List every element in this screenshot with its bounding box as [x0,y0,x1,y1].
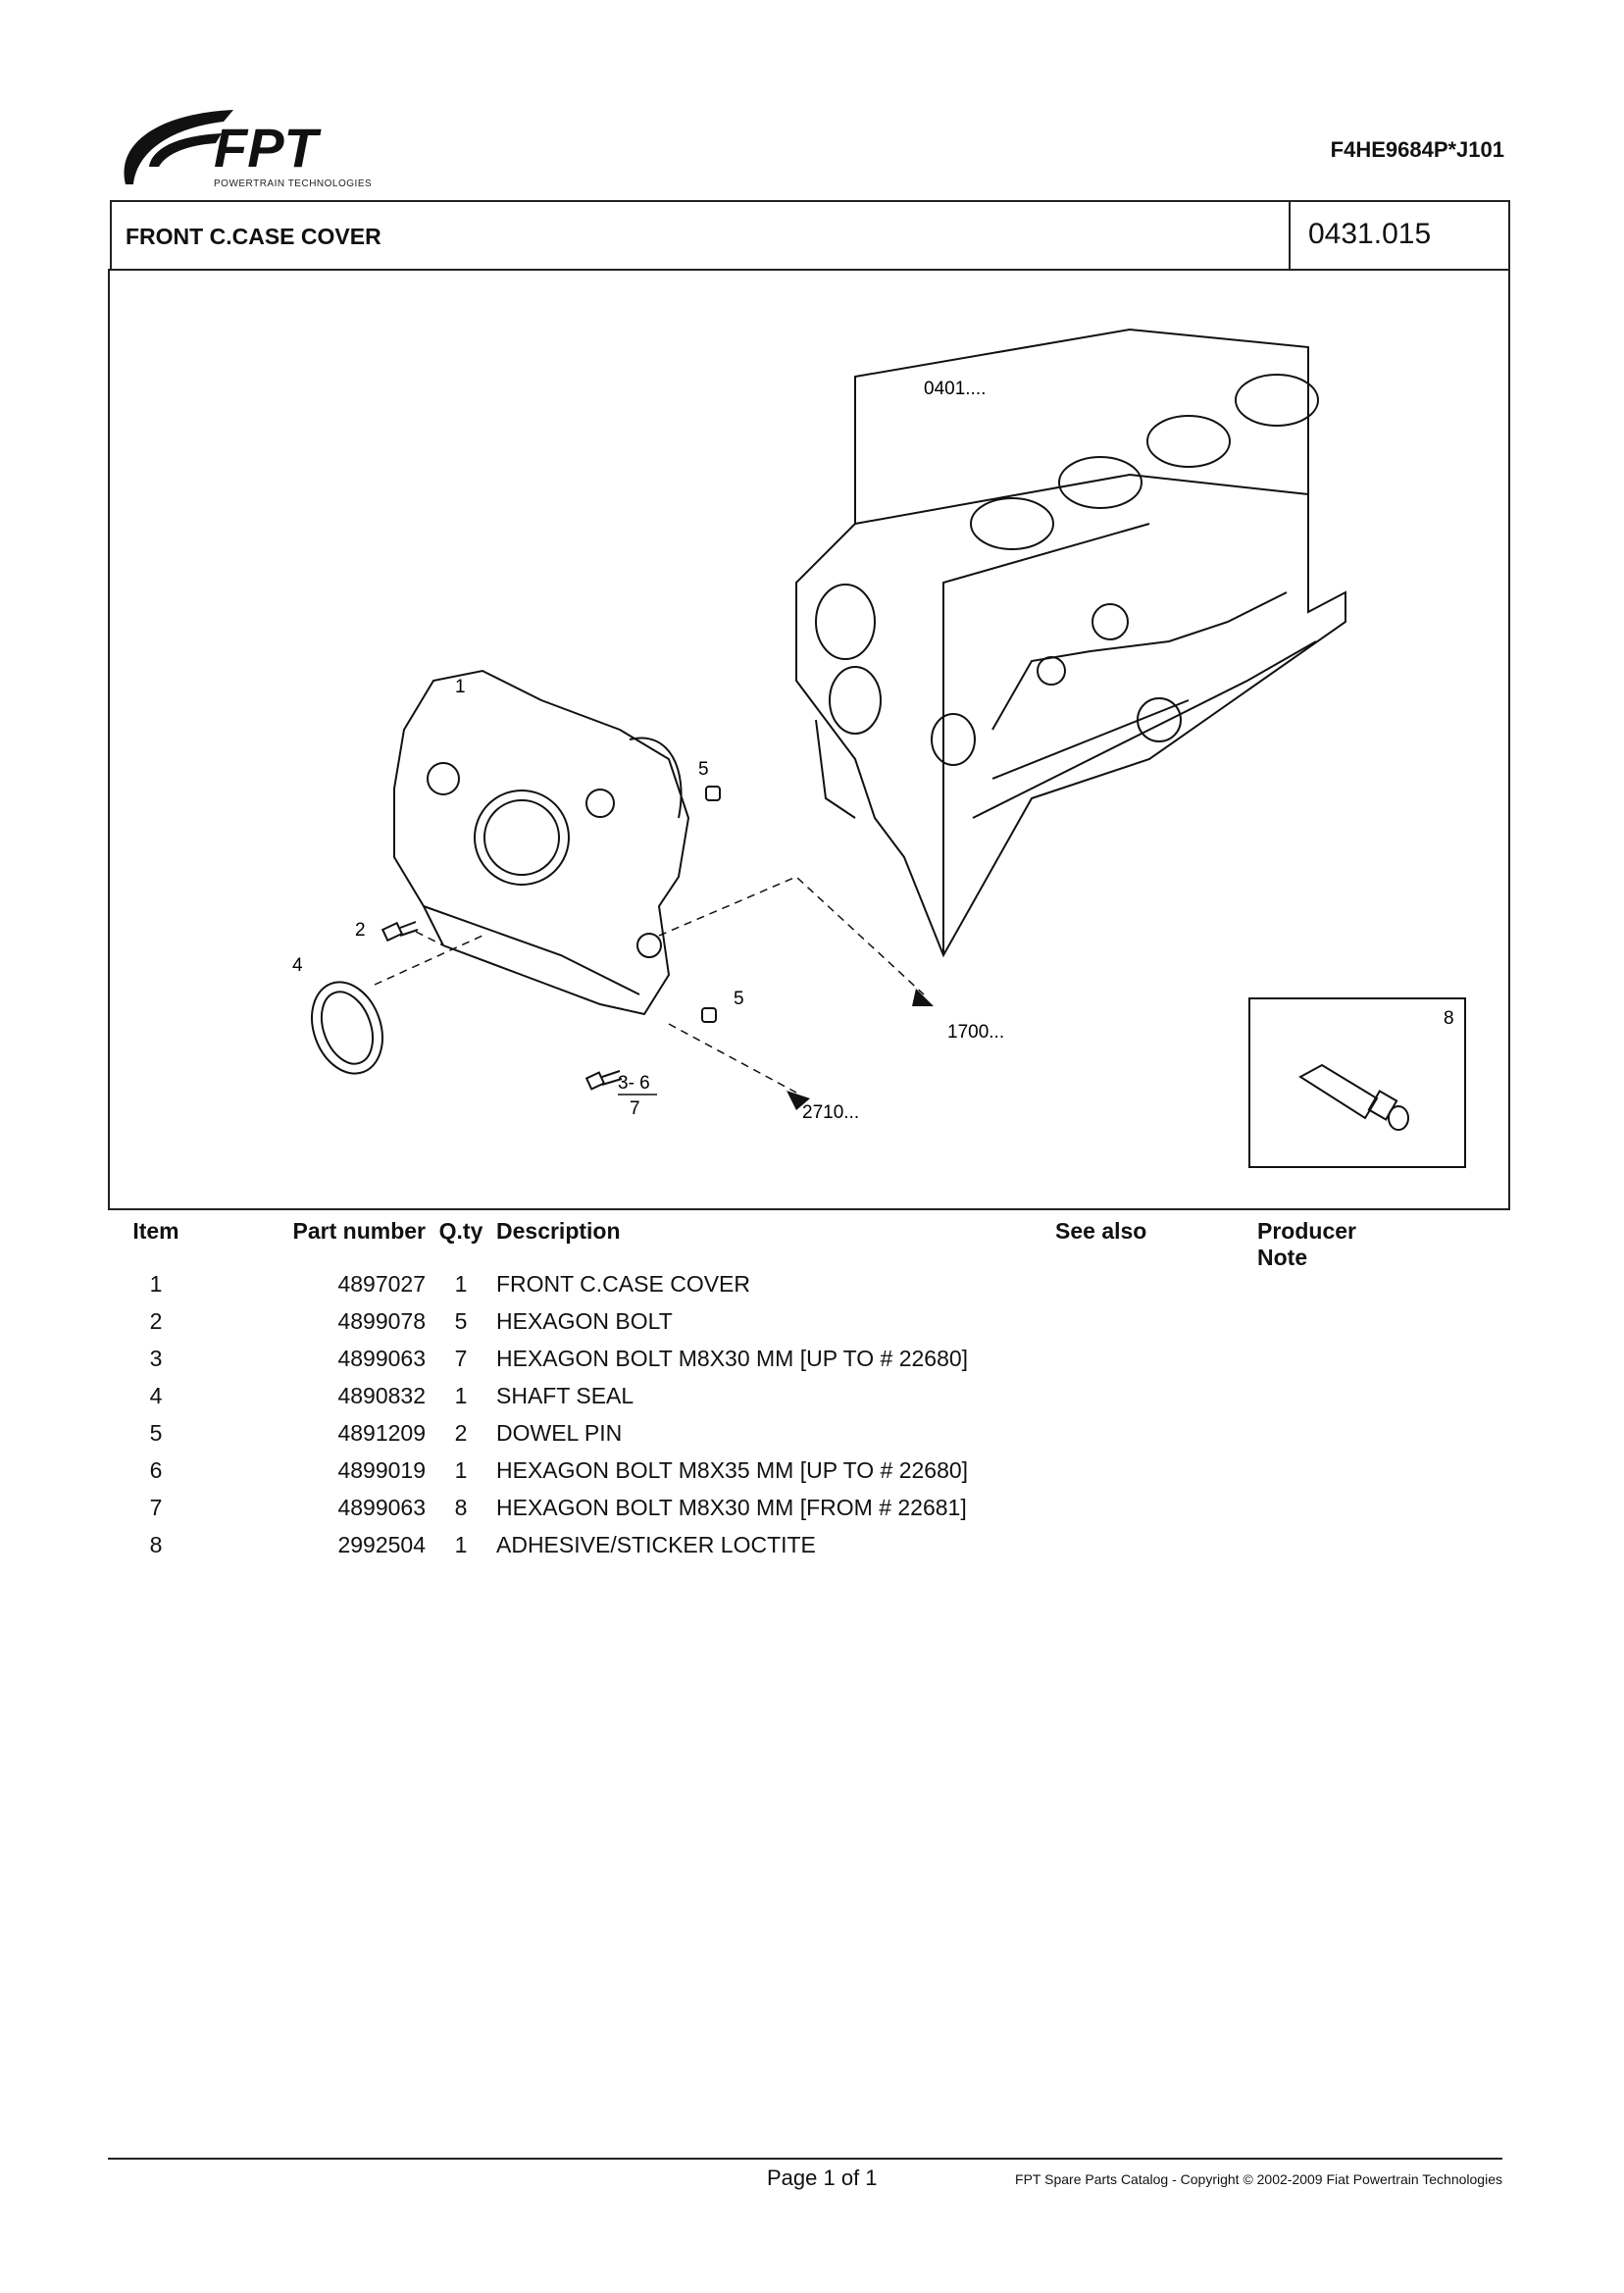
cell-description: FRONT C.CASE COVER [496,1271,750,1297]
col-part-number: Part number [292,1218,426,1244]
callout-5-lower: 5 [734,989,744,1009]
table-row: 7 4899063 8 HEXAGON BOLT M8X30 MM [FROM … [122,1495,1396,1532]
cell-qty: 1 [454,1383,468,1408]
table-header-row: Item Part number Q.ty Description See al… [122,1218,1396,1271]
cell-description: DOWEL PIN [496,1420,623,1446]
inset-box-8: 8 [1248,997,1466,1168]
cell-description: HEXAGON BOLT M8X30 MM [FROM # 22681] [496,1495,967,1520]
cell-item: 7 [149,1495,163,1520]
cell-item: 8 [149,1532,163,1557]
cell-description: SHAFT SEAL [496,1383,634,1408]
loctite-tube-icon [1298,1063,1409,1131]
cell-producer-note [1257,1457,1396,1495]
cell-see-also [1055,1457,1257,1495]
cell-description: HEXAGON BOLT [496,1308,673,1334]
exploded-diagram: 1 2 4 5 5 3- 6 7 0401.... 1700... 2710..… [108,269,1510,1210]
cell-qty: 1 [454,1271,468,1297]
cell-qty: 1 [454,1532,468,1557]
cell-qty: 2 [454,1420,468,1446]
table-row: 5 4891209 2 DOWEL PIN [122,1420,1396,1457]
cell-item: 3 [149,1346,163,1371]
table-row: 1 4897027 1 FRONT C.CASE COVER [122,1271,1396,1308]
callout-3-6: 3- 6 [618,1073,650,1094]
cell-part-number: 4899078 [337,1308,426,1334]
logo-subtitle: POWERTRAIN TECHNOLOGIES [214,178,373,189]
cell-producer-note [1257,1495,1396,1532]
fpt-logo: FPT [124,110,323,184]
cell-producer-note [1257,1346,1396,1383]
table-row: 8 2992504 1 ADHESIVE/STICKER LOCTITE [122,1532,1396,1569]
cell-producer-note [1257,1420,1396,1457]
ref-1700: 1700... [947,1022,1004,1043]
cell-part-number: 4890832 [337,1383,426,1408]
cell-part-number: 4897027 [337,1271,426,1297]
cell-part-number: 4899019 [337,1457,426,1483]
arrowheads [787,989,934,1110]
leader-lines [374,876,925,1094]
cell-part-number: 4891209 [337,1420,426,1446]
cell-part-number: 4899063 [337,1346,426,1371]
cell-see-also [1055,1383,1257,1420]
col-qty: Q.ty [438,1218,483,1244]
col-item: Item [132,1218,179,1244]
model-code: F4HE9684P*J101 [1330,137,1504,162]
callout-7: 7 [630,1098,640,1119]
callout-4: 4 [292,955,303,976]
cell-item: 5 [149,1420,163,1446]
group-code: 0431.015 [1308,218,1432,250]
cell-qty: 8 [454,1495,468,1520]
cell-description: ADHESIVE/STICKER LOCTITE [496,1532,816,1557]
callout-2: 2 [355,920,366,941]
cell-part-number: 4899063 [337,1495,426,1520]
front-cover-illustration [393,669,690,1016]
cell-qty: 5 [454,1308,468,1334]
cell-item: 2 [149,1308,163,1334]
cell-see-also [1055,1308,1257,1346]
engine-block-illustration [795,328,1346,958]
cell-item: 1 [149,1271,163,1297]
shaft-seal-illustration [311,981,383,1075]
cell-see-also [1055,1346,1257,1383]
parts-table: Item Part number Q.ty Description See al… [122,1218,1396,1569]
ref-2710: 2710... [802,1102,859,1123]
cell-qty: 7 [454,1346,468,1371]
copyright-text: FPT Spare Parts Catalog - Copyright © 20… [1015,2171,1502,2187]
col-see-also: See also [1055,1218,1147,1244]
cell-description: HEXAGON BOLT M8X30 MM [UP TO # 22680] [496,1346,969,1371]
cell-see-also [1055,1271,1257,1308]
cell-producer-note [1257,1383,1396,1420]
cell-item: 4 [149,1383,163,1408]
table-row: 4 4890832 1 SHAFT SEAL [122,1383,1396,1420]
cell-see-also [1055,1420,1257,1457]
cell-item: 6 [149,1457,163,1483]
title-block: FRONT C.CASE COVER 0431.015 [110,200,1510,271]
table-row: 3 4899063 7 HEXAGON BOLT M8X30 MM [UP TO… [122,1346,1396,1383]
cell-see-also [1055,1532,1257,1569]
diagram-drawing: 1 2 4 5 5 3- 6 7 0401.... 1700... 2710..… [292,328,1466,1168]
cell-part-number: 2992504 [337,1532,426,1557]
footer-divider [108,2158,1502,2160]
bolt-illustrations [381,786,721,1091]
callout-1: 1 [455,677,466,697]
logo-text: FPT [214,117,323,178]
title-divider [1289,202,1291,269]
page-number: Page 1 of 1 [767,2166,878,2190]
col-description: Description [496,1218,621,1244]
cell-qty: 1 [454,1457,468,1483]
callout-8: 8 [1444,1008,1454,1029]
cell-producer-note [1257,1532,1396,1569]
cell-producer-note [1257,1271,1396,1308]
col-producer-note: Producer Note [1257,1218,1356,1270]
page-title: FRONT C.CASE COVER [126,224,381,249]
cell-description: HEXAGON BOLT M8X35 MM [UP TO # 22680] [496,1457,969,1483]
callout-5-upper: 5 [698,759,709,780]
table-row: 6 4899019 1 HEXAGON BOLT M8X35 MM [UP TO… [122,1457,1396,1495]
cell-see-also [1055,1495,1257,1532]
cell-producer-note [1257,1308,1396,1346]
ref-0401: 0401.... [924,379,986,399]
table-row: 2 4899078 5 HEXAGON BOLT [122,1308,1396,1346]
